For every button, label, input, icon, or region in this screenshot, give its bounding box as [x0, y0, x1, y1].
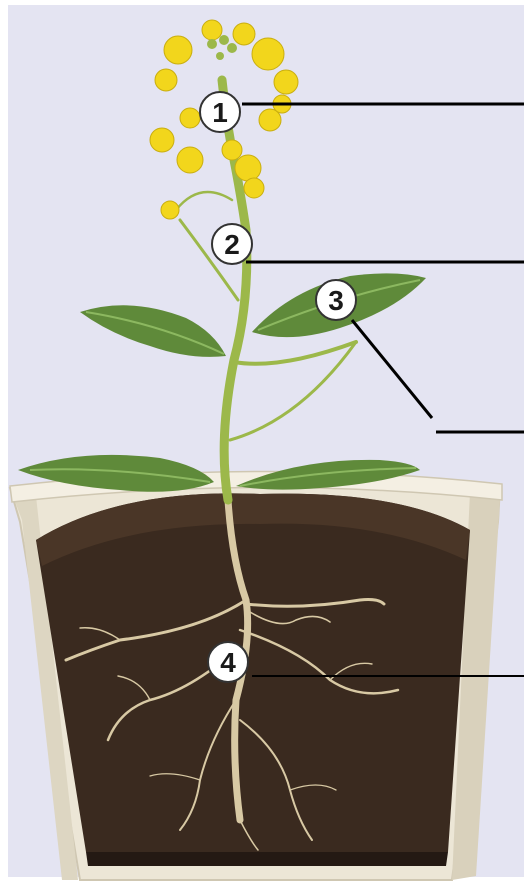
marker-3: 3: [316, 280, 356, 320]
marker-3-label: 3: [328, 285, 344, 316]
soil: [36, 493, 470, 866]
marker-2-label: 2: [224, 229, 240, 260]
marker-1-label: 1: [212, 97, 228, 128]
marker-1: 1: [200, 92, 240, 132]
marker-4: 4: [208, 642, 248, 682]
marker-2: 2: [212, 224, 252, 264]
marker-4-label: 4: [220, 647, 236, 678]
